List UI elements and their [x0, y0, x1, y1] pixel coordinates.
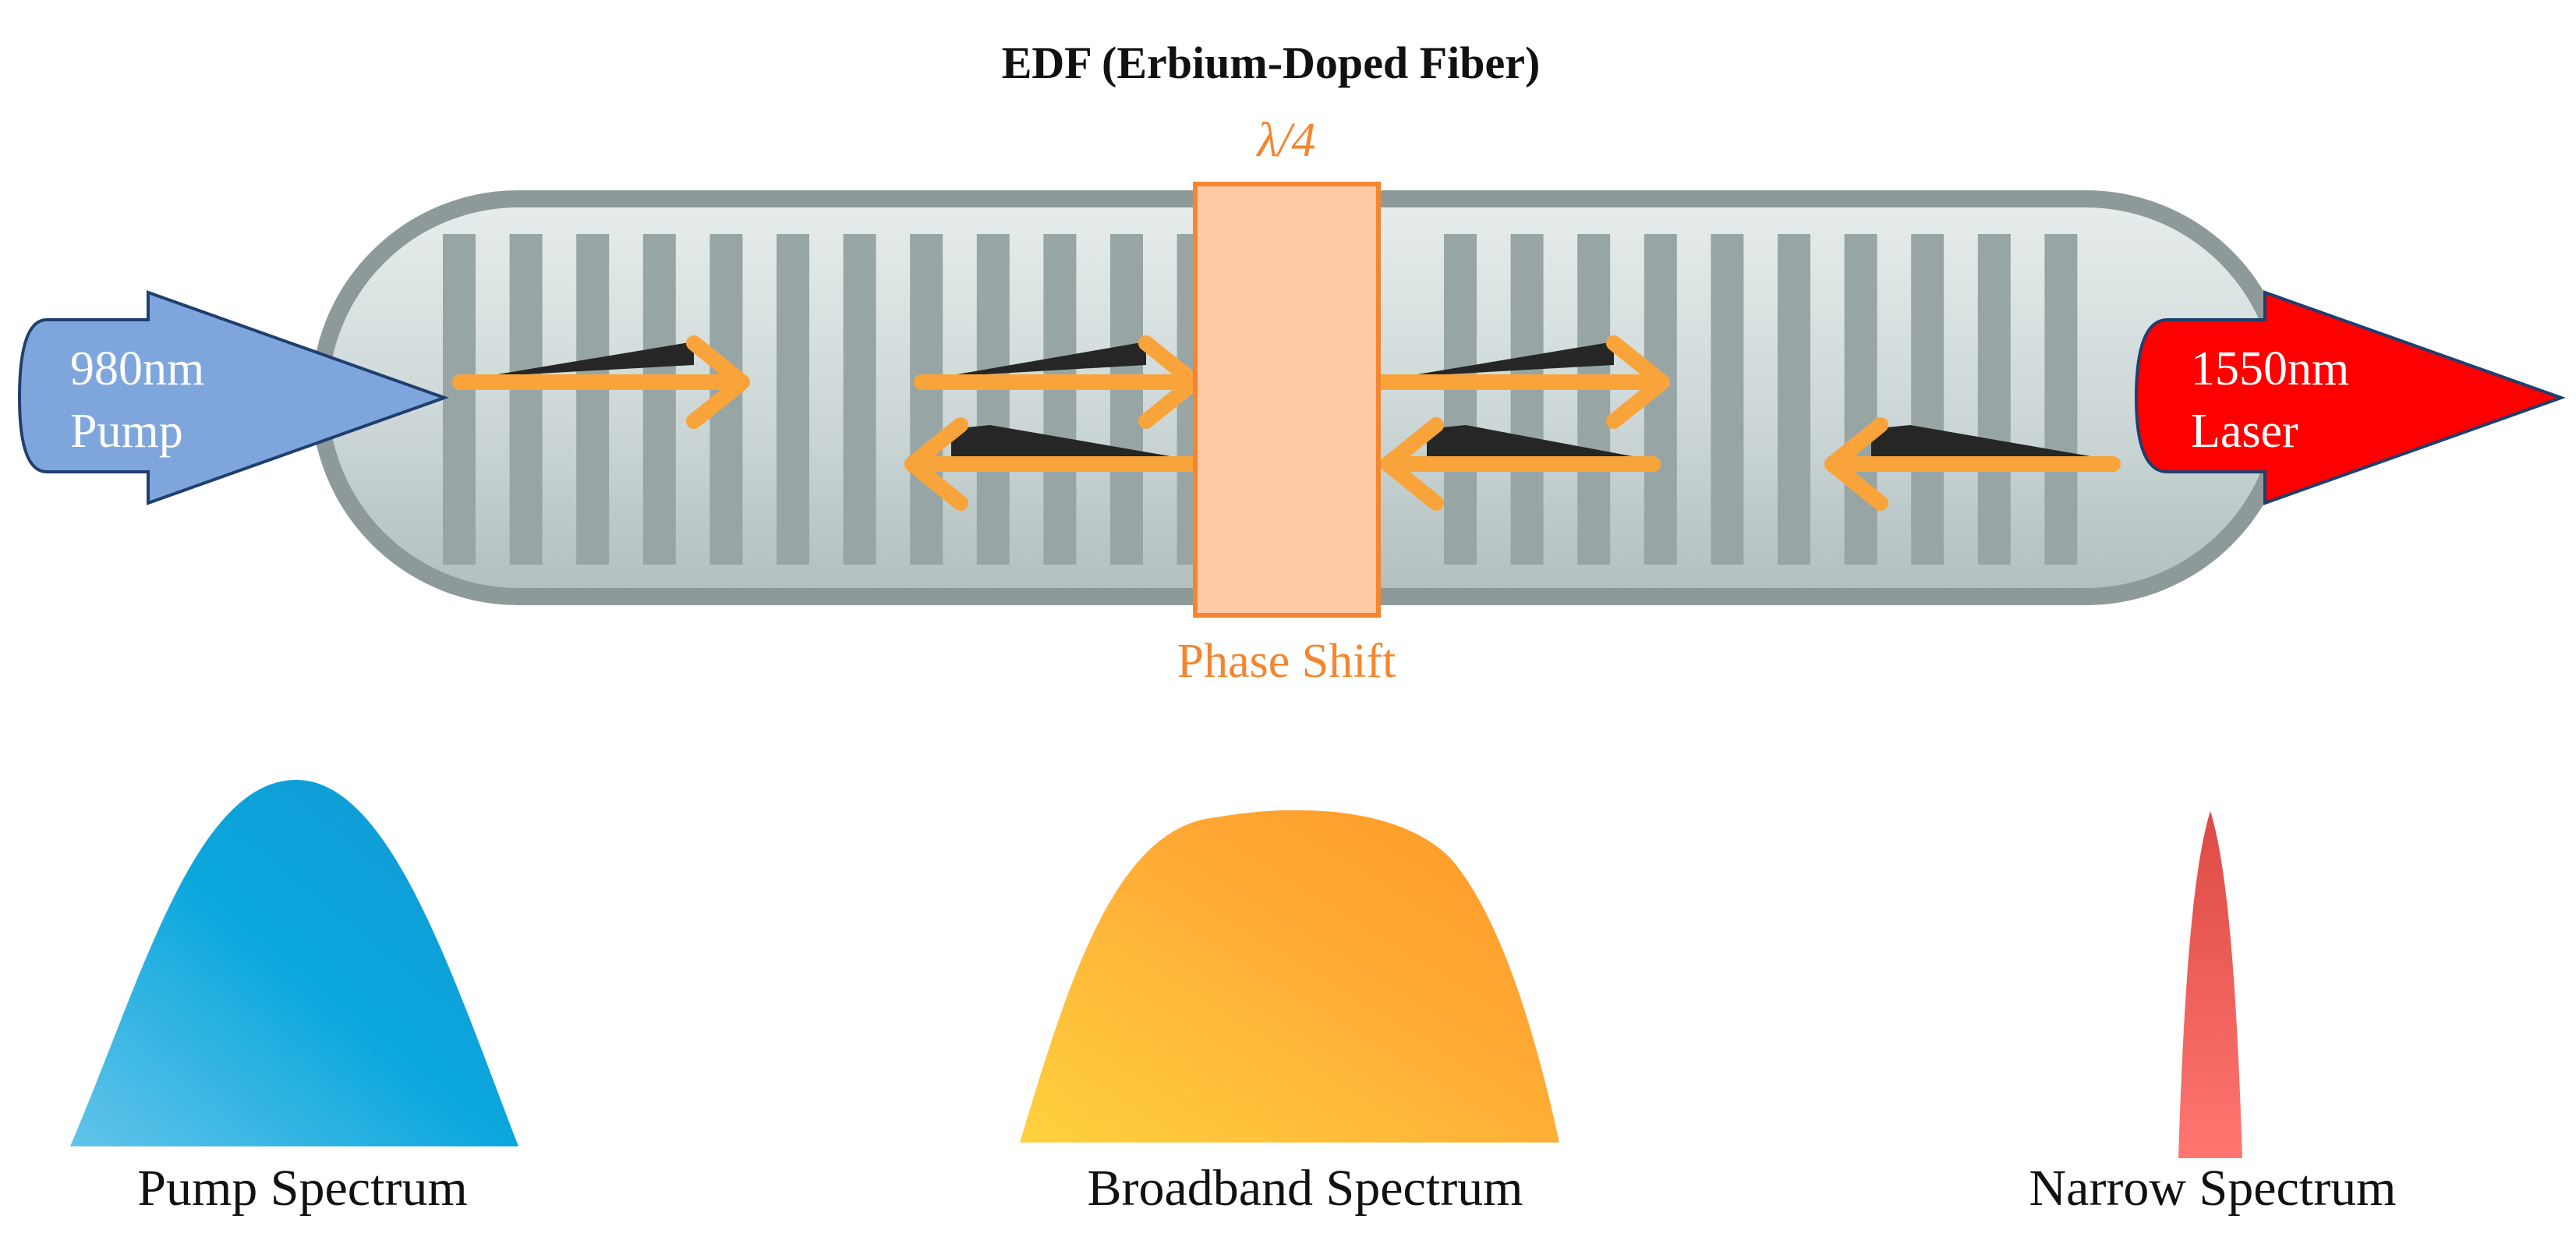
pump-input-arrow: 980nm Pump: [17, 290, 449, 505]
grating-bar: [910, 234, 943, 565]
forward-waves: [452, 335, 1670, 429]
grating-bar: [1510, 234, 1544, 565]
quarter-wave-label: λ/4: [1255, 114, 1315, 167]
grating-bar: [1711, 234, 1744, 565]
pump-spectrum-caption: Pump Spectrum: [137, 1160, 468, 1217]
laser-wavelength: 1550nm: [2191, 342, 2349, 395]
grating-bar: [642, 234, 676, 565]
broadband-spectrum-caption: Broadband Spectrum: [1087, 1160, 1523, 1217]
grating-bar: [1444, 234, 1477, 565]
grating-bar: [1844, 234, 1877, 565]
phase-shift-block: [1193, 182, 1381, 618]
grating-bar: [1110, 234, 1143, 565]
narrow-spectrum-shape: [2178, 811, 2242, 1158]
grating-bar: [1577, 234, 1611, 565]
grating-bar: [576, 234, 610, 565]
pump-label: Pump: [70, 405, 183, 458]
backward-waves: [904, 417, 2121, 511]
grating-bar: [976, 234, 1010, 565]
broadband-spectrum-shape: [1020, 810, 1559, 1143]
forward-wave-1: [452, 335, 750, 429]
grating-bar: [843, 234, 876, 565]
grating-bar: [777, 234, 809, 565]
laser-label: Laser: [2191, 405, 2298, 458]
right-arrow-icon: [2134, 290, 2566, 505]
backward-wave-1: [904, 417, 1201, 511]
pump-spectrum-shape: [70, 780, 518, 1146]
narrow-spectrum-caption: Narrow Spectrum: [2029, 1160, 2396, 1217]
laser-output-arrow: 1550nm Laser: [2134, 290, 2566, 505]
right-arrow-icon: [17, 290, 449, 505]
grating-bar: [1977, 234, 2011, 565]
phase-shift-label: Phase Shift: [1177, 635, 1396, 688]
grating-bar: [509, 234, 543, 565]
grating-bar: [1911, 234, 1944, 565]
forward-wave-3: [1372, 335, 1670, 429]
grating-bar: [443, 234, 476, 565]
grating-bar: [1778, 234, 1810, 565]
grating-bar: [2044, 234, 2078, 565]
phase-shift-section: λ/4 Phase Shift: [1177, 114, 1396, 688]
backward-wave-3: [1824, 417, 2121, 511]
backward-wave-2: [1380, 417, 1661, 511]
diagram-title: EDF (Erbium-Doped Fiber): [1002, 37, 1541, 88]
pump-wavelength: 980nm: [70, 342, 204, 395]
grating-bar: [1043, 234, 1077, 565]
